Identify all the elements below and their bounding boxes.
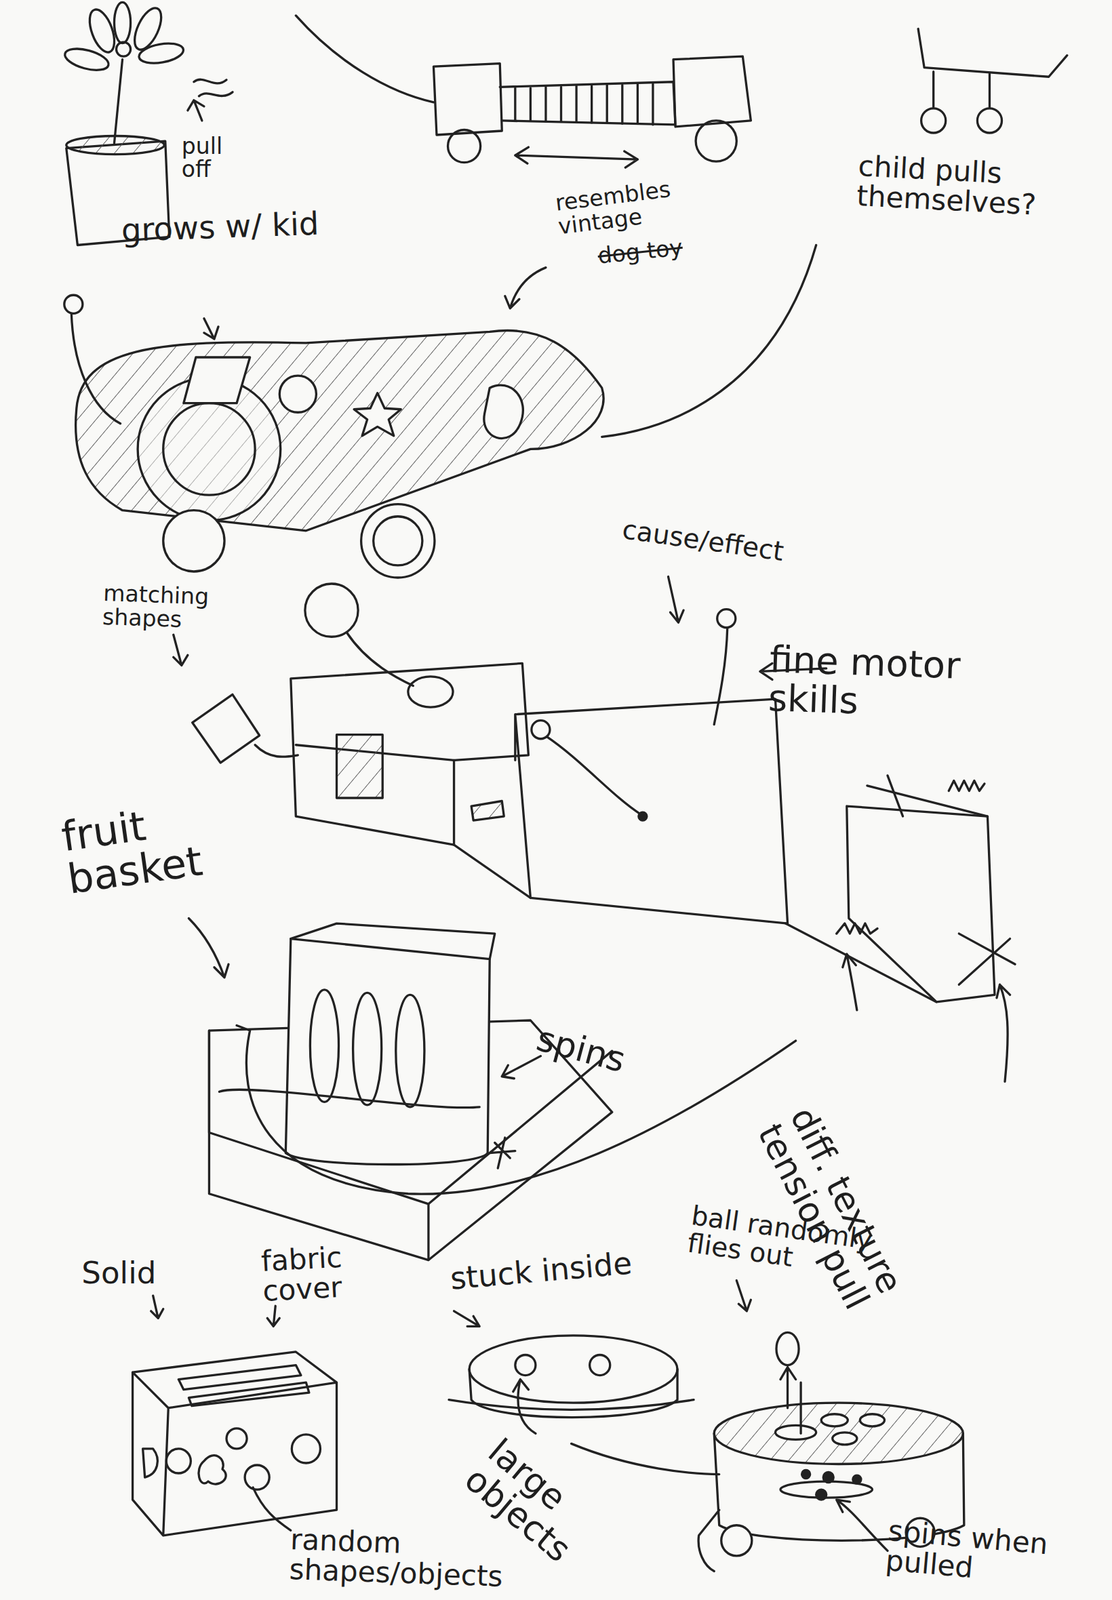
handwritten-note: stuck inside: [448, 1246, 634, 1296]
handwritten-note: spins when pulled: [884, 1516, 1093, 1594]
handwritten-note: matching shapes: [102, 581, 247, 634]
handwritten-note: fruit basket: [58, 787, 274, 902]
handwritten-note: Solid: [81, 1257, 156, 1289]
handwritten-note: resembles vintage: [553, 172, 712, 238]
handwritten-note: child pulls themselves?: [855, 151, 1063, 222]
handwritten-note: fine motor skills: [767, 640, 1046, 728]
handwritten-note: dog toy: [596, 235, 685, 269]
handwritten-note: grows w/ kid: [120, 207, 320, 248]
handwritten-note: random shapes/objects: [288, 1524, 526, 1593]
handwritten-note: pull off: [181, 134, 253, 182]
handwritten-note: fabric cover: [260, 1239, 407, 1307]
handwritten-note: cause/effect: [620, 515, 786, 566]
handwritten-note: spins: [533, 1020, 630, 1079]
